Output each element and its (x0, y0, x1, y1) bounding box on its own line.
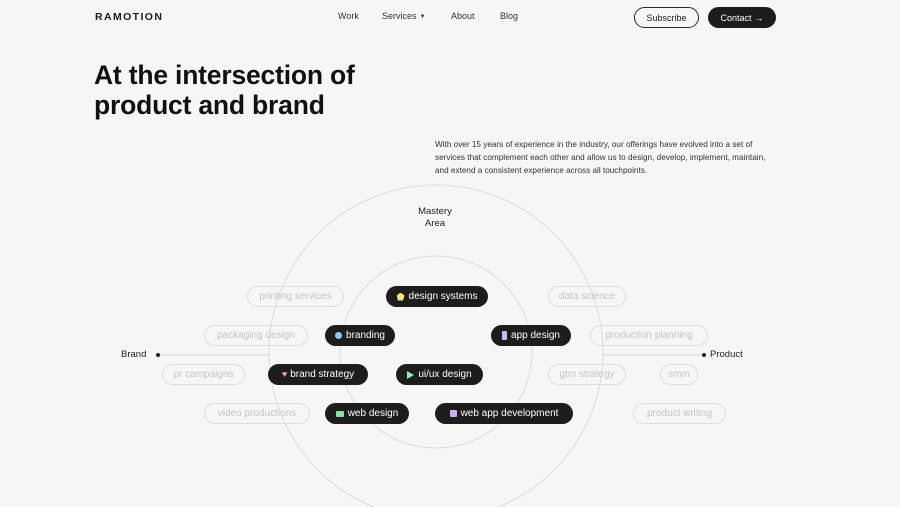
ramotion-logo[interactable]: RAMOTION (95, 11, 164, 23)
subscribe-button[interactable]: Subscribe (634, 7, 699, 28)
service-branding[interactable]: branding (325, 325, 395, 346)
contact-button-label: Contact (720, 12, 752, 23)
service-packaging-design[interactable]: packaging design (204, 325, 308, 346)
play-icon (407, 370, 415, 379)
contact-button[interactable]: Contact→ (708, 7, 776, 28)
service-label: brand strategy (290, 369, 355, 380)
service-label: branding (346, 330, 385, 341)
subscribe-button-label: Subscribe (646, 12, 687, 23)
hero-title: At the intersection of product and brand (94, 60, 414, 120)
nav-services-label: Services (382, 11, 417, 21)
phone-icon (502, 331, 508, 340)
service-design-systems[interactable]: design systems (386, 286, 488, 307)
service-label: design systems (408, 291, 478, 302)
service-label: app design (511, 330, 560, 341)
service-label: web app development (460, 408, 559, 419)
hero-description: With over 15 years of experience in the … (435, 140, 766, 175)
service-app-design[interactable]: app design (491, 325, 571, 346)
outer-ring (268, 184, 604, 507)
brand-axis-dot (156, 353, 160, 357)
heart-icon: ♥ (281, 369, 288, 379)
nav-services[interactable]: Services▼ (382, 11, 425, 21)
mastery-area-label: Mastery Area (405, 206, 465, 230)
service-printing-services[interactable]: printing services (247, 286, 344, 307)
mastery-line-1: Mastery (418, 206, 452, 217)
service-gtm-strategy[interactable]: gtm strategy (548, 364, 626, 385)
service-production-planning[interactable]: production planning (590, 325, 708, 346)
square-icon (449, 410, 457, 417)
circle-icon (335, 332, 343, 339)
service-video-productions[interactable]: video productions (204, 403, 310, 424)
service-label: ui/ux design (418, 369, 472, 380)
hero-title-line-2: product and brand (94, 90, 325, 120)
product-axis-label: Product (710, 349, 743, 360)
service-web-app-development[interactable]: web app development (435, 403, 573, 424)
service-pr-campaigns[interactable]: pr campaigns (162, 364, 245, 385)
product-axis-dot (702, 353, 706, 357)
arrow-right-icon: → (754, 12, 764, 23)
hero-title-line-1: At the intersection of (94, 60, 355, 90)
browser-icon (335, 410, 344, 417)
mastery-line-2: Area (424, 218, 446, 229)
caret-down-icon: ▼ (419, 14, 426, 20)
brand-axis-label: Brand (121, 349, 147, 360)
service-product-writing[interactable]: product writing (633, 403, 726, 424)
pentagon-icon (396, 292, 405, 301)
service-web-design[interactable]: web design (325, 403, 409, 424)
nav-about[interactable]: About (451, 11, 475, 21)
service-label: web design (347, 408, 399, 419)
service-data-science[interactable]: data science (548, 286, 626, 307)
service-smm[interactable]: smm (660, 364, 698, 385)
service-brand-strategy[interactable]: ♥ brand strategy (268, 364, 368, 385)
service-uiux-design[interactable]: ui/ux design (396, 364, 483, 385)
nav-work[interactable]: Work (338, 11, 359, 21)
nav-blog[interactable]: Blog (500, 11, 519, 21)
